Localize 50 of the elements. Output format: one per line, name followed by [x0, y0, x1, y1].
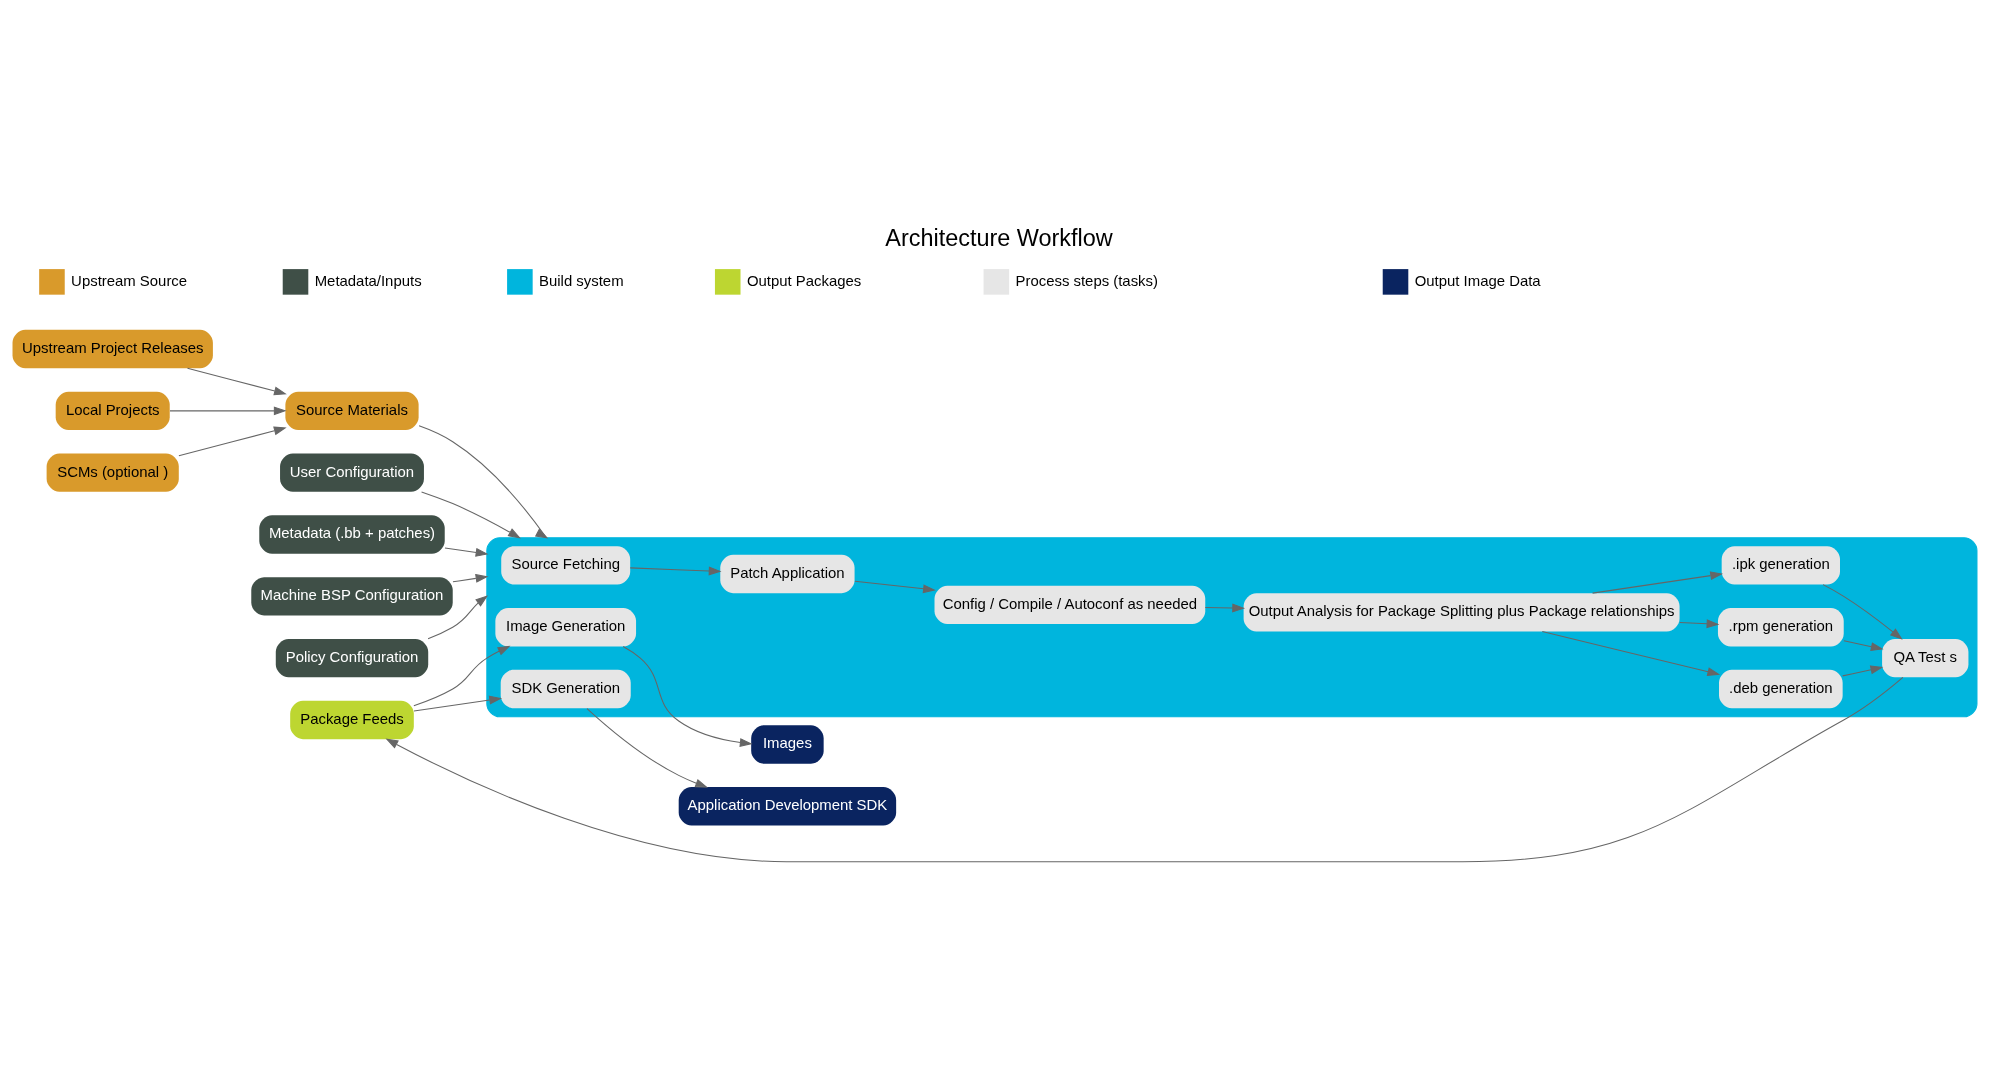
arrow [427, 595, 489, 640]
arrow [186, 367, 287, 396]
node-box: Metadata (.bb + patches) [259, 515, 445, 554]
arrow [385, 676, 1904, 863]
legend-label: Output Packages [746, 271, 862, 289]
legend-label: Output Image Data [1414, 271, 1541, 289]
node-box: .ipk generation [1721, 546, 1840, 585]
arrow [586, 708, 709, 788]
node-box: Output Analysis for Package Splitting plus Package relationships [1243, 593, 1680, 632]
node-box: Source Fetching [501, 546, 631, 585]
legend-label: Upstream Source [71, 271, 188, 289]
arrow [854, 580, 936, 594]
arrow [1842, 665, 1884, 677]
node-box: Config / Compile / Autoconf as needed [934, 585, 1206, 625]
arrow [413, 695, 503, 712]
node-box: SDK Generation [500, 669, 631, 709]
arrow [178, 426, 287, 457]
arrow [452, 573, 489, 583]
arrow [418, 425, 549, 539]
node-box: Source Materials [285, 391, 419, 431]
node-box: Images [751, 725, 824, 764]
node-box: Patch Application [720, 554, 855, 594]
node-box: .deb generation [1719, 669, 1843, 709]
node-box: .rpm generation [1717, 608, 1844, 647]
node-box: SCMs (optional ) [46, 453, 179, 492]
arrow [1679, 619, 1720, 629]
node-box: Local Projects [55, 391, 170, 431]
legend-label: Metadata/Inputs [314, 271, 422, 289]
legend-label: Process steps (tasks) [1015, 271, 1159, 289]
arrow [1843, 640, 1884, 651]
arrow [1592, 571, 1724, 594]
node-box: User Configuration [280, 453, 424, 492]
arrow [629, 566, 722, 576]
arrow [444, 547, 489, 557]
node-box: QA Test s [1882, 638, 1969, 678]
node-box: Policy Configuration [275, 638, 429, 678]
arrow [1822, 584, 1903, 640]
arrow [413, 645, 511, 707]
legend-label: Build system [539, 271, 624, 289]
node-box: Package Feeds [290, 700, 414, 740]
node-box: Application Development SDK [678, 787, 897, 826]
arrow [1541, 631, 1721, 676]
arrow [622, 645, 753, 747]
diagram-title: Architecture Workflow [885, 225, 1113, 252]
arrow [421, 491, 521, 539]
arrow [1204, 603, 1246, 613]
node-box: Upstream Project Releases [12, 329, 213, 369]
node-box: Machine BSP Configuration [251, 577, 453, 616]
arrow [169, 406, 287, 416]
node-box: Image Generation [495, 608, 637, 647]
